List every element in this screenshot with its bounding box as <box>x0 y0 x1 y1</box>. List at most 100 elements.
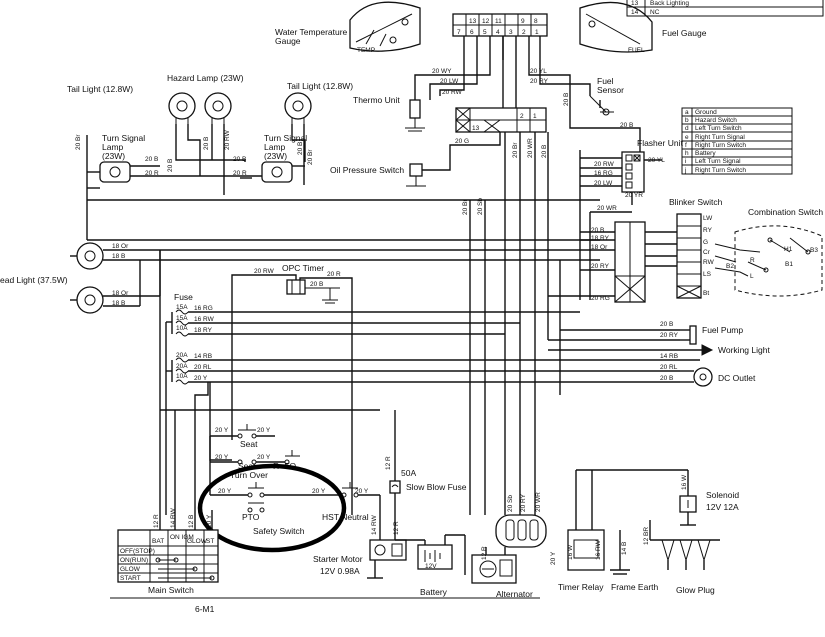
svg-text:20 Y: 20 Y <box>206 514 213 528</box>
svg-text:20 LW: 20 LW <box>440 78 459 85</box>
svg-text:20 B: 20 B <box>203 137 210 150</box>
svg-text:20 RY: 20 RY <box>660 332 679 339</box>
svg-text:Ground: Ground <box>695 109 717 116</box>
combination-switch-label: Combination Switch <box>748 207 823 217</box>
combination-switch: H1 B1 B3 B2 R L <box>714 225 823 297</box>
svg-text:20 RY: 20 RY <box>591 263 610 270</box>
svg-text:20 R: 20 R <box>233 170 247 177</box>
svg-text:20 RW: 20 RW <box>254 268 275 275</box>
battery-label: Battery <box>420 587 448 597</box>
svg-text:20A: 20A <box>176 363 188 370</box>
svg-text:R: R <box>750 257 755 264</box>
svg-text:20 R: 20 R <box>327 271 341 278</box>
seat-turnover-label-1: Seat <box>238 461 256 471</box>
alternator-label: Alternator <box>496 589 533 599</box>
seat-switch <box>210 424 275 439</box>
svg-text:BAT: BAT <box>152 538 164 545</box>
svg-text:B2: B2 <box>726 263 734 270</box>
svg-text:20 B: 20 B <box>660 375 673 382</box>
fuel-mark: FUEL <box>628 47 645 54</box>
svg-text:Lamp: Lamp <box>264 142 286 152</box>
svg-text:Left Turn Switch: Left Turn Switch <box>695 125 742 132</box>
thermo-unit <box>405 99 425 132</box>
svg-text:20 Br: 20 Br <box>307 149 314 165</box>
svg-text:20 RG: 20 RG <box>591 295 610 302</box>
fuse-label: Fuse <box>174 292 193 302</box>
pin-4: 4 <box>496 29 500 36</box>
svg-text:1: 1 <box>533 113 537 120</box>
svg-text:20 Br: 20 Br <box>462 199 469 215</box>
svg-text:GLOW: GLOW <box>187 538 208 545</box>
fuse-block: 15A 15A 10A 20A 20A 10A <box>166 304 189 385</box>
turn-signal-left <box>99 161 131 183</box>
svg-text:G: G <box>703 239 708 246</box>
slow-blow-rating: 50A <box>401 468 416 478</box>
frame-earth-label: Frame Earth <box>611 582 659 592</box>
svg-text:NC: NC <box>650 9 660 16</box>
svg-text:GLOW: GLOW <box>120 566 141 573</box>
starter-motor <box>367 539 407 579</box>
svg-text:(23W): (23W) <box>264 151 287 161</box>
svg-text:20 G: 20 G <box>455 138 469 145</box>
flasher-unit <box>621 151 645 193</box>
pto-switch <box>210 482 342 513</box>
opc-timer-label: OPC Timer <box>282 263 324 273</box>
svg-text:(23W): (23W) <box>102 151 125 161</box>
svg-text:14 B: 14 B <box>621 542 628 555</box>
flasher-legend: a Ground b Hazard Switch d Left Turn Swi… <box>681 107 793 175</box>
svg-text:15A: 15A <box>176 304 188 311</box>
svg-text:j: j <box>684 167 686 174</box>
hst-neutral-label: HST Neutral <box>322 512 369 522</box>
svg-text:20 B: 20 B <box>310 281 323 288</box>
svg-text:20 WR: 20 WR <box>535 492 542 512</box>
svg-text:a: a <box>685 109 689 116</box>
svg-text:12 R: 12 R <box>481 546 488 560</box>
svg-text:18 B: 18 B <box>112 253 125 260</box>
svg-text:20 YR: 20 YR <box>625 192 643 199</box>
water-temp-gauge-label-1: Water Temperature <box>275 27 348 37</box>
svg-text:20 Br: 20 Br <box>75 134 82 150</box>
svg-text:20 RW: 20 RW <box>442 89 463 96</box>
slow-blow-label: Slow Blow Fuse <box>406 482 467 492</box>
svg-text:20 Y: 20 Y <box>257 454 271 461</box>
svg-text:Battery: Battery <box>695 150 716 157</box>
dc-outlet <box>680 367 713 387</box>
svg-text:Left Turn Signal: Left Turn Signal <box>695 158 741 165</box>
solenoid <box>679 470 697 526</box>
svg-text:Bt: Bt <box>703 290 709 297</box>
svg-text:f: f <box>685 142 687 149</box>
thermo-connector: 2 1 13 <box>455 107 547 133</box>
svg-text:ON IGM: ON IGM <box>170 534 194 541</box>
working-light-label: Working Light <box>718 345 770 355</box>
svg-text:14 RB: 14 RB <box>660 353 678 360</box>
pin-11: 11 <box>495 18 502 25</box>
blinker-switch: LW RY G Cr RW LS Bt <box>676 213 715 299</box>
oil-pressure-label: Oil Pressure Switch <box>330 165 404 175</box>
pin-9: 9 <box>521 18 525 25</box>
working-light <box>701 344 714 356</box>
hazard-lamp-label: Hazard Lamp (23W) <box>167 73 244 83</box>
water-temp-gauge: TEMP <box>349 1 421 54</box>
svg-text:20 Y: 20 Y <box>312 488 326 495</box>
svg-text:10A: 10A <box>176 325 188 332</box>
head-light-lower <box>76 286 104 314</box>
svg-text:Back Lighting: Back Lighting <box>650 0 689 7</box>
pin-2: 2 <box>522 29 526 36</box>
blinker-wiring <box>548 231 677 297</box>
svg-text:16 RG: 16 RG <box>194 305 213 312</box>
page-label: 6-M1 <box>195 604 215 614</box>
svg-text:20 YL: 20 YL <box>648 157 665 164</box>
frame-earth <box>610 530 630 575</box>
svg-text:20 Y: 20 Y <box>215 427 229 434</box>
solenoid-label: Solenoid <box>706 490 739 500</box>
svg-text:d: d <box>685 125 689 132</box>
svg-text:14 RB: 14 RB <box>194 353 212 360</box>
fuel-pump-label: Fuel Pump <box>702 325 743 335</box>
flasher-unit-label: Flasher Unit <box>637 138 683 148</box>
svg-text:13: 13 <box>472 125 480 132</box>
svg-text:13: 13 <box>631 0 639 7</box>
turn-signal-right <box>261 161 293 183</box>
starter-rating: 12V 0.98A <box>320 566 360 576</box>
solenoid-rating: 12V 12A <box>706 502 739 512</box>
